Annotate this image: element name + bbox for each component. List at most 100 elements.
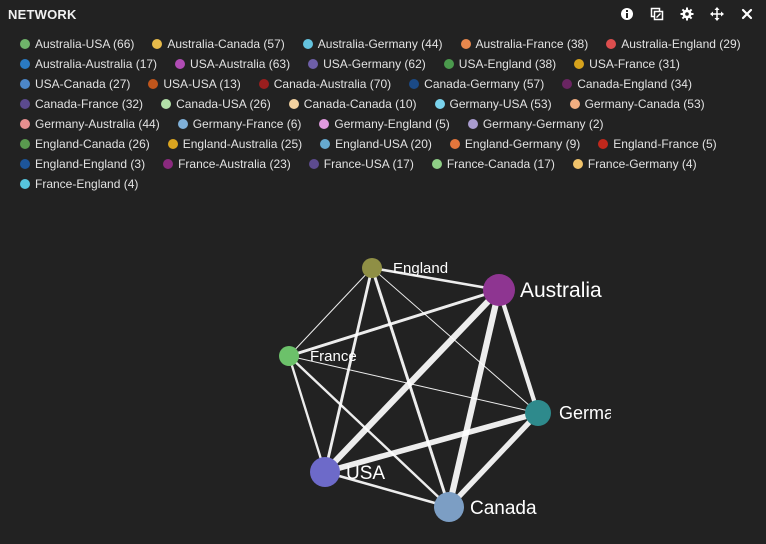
legend-swatch [598,139,609,149]
legend-item[interactable]: Australia-England (29) [598,34,741,54]
legend-swatch [20,59,30,69]
close-icon [741,8,753,20]
chart-legend: Australia-USA (66)Australia-Canada (57)A… [12,34,752,194]
legend-swatch [562,79,573,89]
edge-germany-usa [324,410,539,475]
edge-canada-usa [324,470,450,509]
legend-swatch [574,59,585,69]
legend-item[interactable]: USA-Germany (62) [300,54,426,74]
legend-swatch [20,39,30,49]
legend-item[interactable]: France-England (4) [12,174,138,194]
legend-swatch [409,79,420,89]
settings-button[interactable] [672,4,702,24]
node-label-england: England [393,260,448,277]
legend-item[interactable]: Canada-Germany (57) [401,74,544,94]
legend-label: Germany-England (5) [334,117,450,131]
legend-swatch [20,119,30,129]
legend-swatch [320,139,331,149]
legend-item[interactable]: England-Canada (26) [12,134,150,154]
legend-item[interactable]: Canada-Canada (10) [281,94,417,114]
info-button[interactable] [612,4,642,24]
node-label-germany: Germa [559,403,615,423]
legend-item[interactable]: France-Australia (23) [155,154,291,174]
legend-item[interactable]: Australia-France (38) [453,34,588,54]
legend-swatch [431,159,442,169]
legend-swatch [148,79,159,89]
legend-item[interactable]: France-Germany (4) [565,154,697,174]
legend-label: USA-Australia (63) [190,57,291,71]
node-england[interactable] [362,258,382,278]
legend-item[interactable]: Canada-England (34) [554,74,692,94]
panel-title: NETWORK [8,7,77,22]
legend-item[interactable]: Australia-Germany (44) [295,34,443,54]
legend-item[interactable]: Australia-Australia (17) [12,54,157,74]
legend-label: England-Australia (25) [182,137,303,151]
legend-swatch [152,39,163,49]
legend-swatch [20,99,30,109]
node-usa[interactable] [310,457,340,487]
legend-item[interactable]: England-USA (20) [312,134,432,154]
legend-item[interactable]: Canada-USA (26) [153,94,271,114]
legend-item[interactable]: Germany-Canada (53) [562,94,705,114]
gear-icon [680,7,694,21]
legend-label: USA-USA (13) [163,77,241,91]
legend-label: England-Germany (9) [464,137,581,151]
legend-item[interactable]: Australia-USA (66) [12,34,134,54]
legend-swatch [606,39,617,49]
legend-item[interactable]: USA-Canada (27) [12,74,130,94]
legend-label: Canada-USA (26) [176,97,271,111]
legend-swatch [319,119,330,129]
legend-item[interactable]: USA-USA (13) [140,74,241,94]
legend-item[interactable]: USA-Australia (63) [167,54,290,74]
node-france[interactable] [279,346,299,366]
node-canada[interactable] [434,492,464,522]
legend-item[interactable]: England-Germany (9) [442,134,580,154]
legend-item[interactable]: Canada-France (32) [12,94,143,114]
legend-item[interactable]: Germany-England (5) [311,114,450,134]
legend-swatch [20,139,30,149]
edge-canada-germany [447,411,540,509]
panel-toolbar [612,4,762,24]
close-button[interactable] [732,4,762,24]
move-button[interactable] [702,4,732,24]
legend-label: USA-France (31) [589,57,680,71]
node-australia[interactable] [483,274,515,306]
legend-label: Australia-England (29) [621,37,741,51]
legend-label: Germany-USA (53) [449,97,552,111]
edge-australia-usa [322,287,502,475]
legend-swatch [258,79,269,89]
legend-label: France-England (4) [35,177,139,191]
legend-item[interactable]: England-France (5) [590,134,717,154]
legend-swatch [20,79,30,89]
legend-label: USA-Germany (62) [323,57,426,71]
node-label-france: France [310,348,357,365]
legend-item[interactable]: Australia-Canada (57) [144,34,285,54]
legend-swatch [443,59,454,69]
legend-item[interactable]: France-USA (17) [301,154,414,174]
legend-item[interactable]: England-Australia (25) [160,134,302,154]
legend-label: Australia-Germany (44) [317,37,443,51]
legend-label: Canada-Germany (57) [424,77,545,91]
legend-item[interactable]: Canada-Australia (70) [251,74,391,94]
legend-item[interactable]: England-England (3) [12,154,145,174]
legend-label: France-Australia (23) [178,157,291,171]
legend-swatch [572,159,583,169]
edge-australia-france [288,288,500,358]
legend-item[interactable]: Germany-USA (53) [427,94,552,114]
legend-swatch [20,179,30,189]
legend-swatch [20,159,30,169]
legend-item[interactable]: USA-England (38) [436,54,556,74]
legend-item[interactable]: France-Canada (17) [424,154,555,174]
legend-item[interactable]: Germany-Germany (2) [460,114,604,134]
legend-item[interactable]: USA-France (31) [566,54,680,74]
edge-england-usa [323,267,374,473]
legend-label: England-Canada (26) [35,137,150,151]
legend-swatch [175,59,186,69]
legend-label: Germany-Germany (2) [482,117,604,131]
legend-label: England-England (3) [35,157,146,171]
legend-item[interactable]: Germany-Australia (44) [12,114,160,134]
node-germany[interactable] [525,400,551,426]
legend-item[interactable]: Germany-France (6) [170,114,301,134]
copy-button[interactable] [642,4,672,24]
legend-swatch [467,119,478,129]
